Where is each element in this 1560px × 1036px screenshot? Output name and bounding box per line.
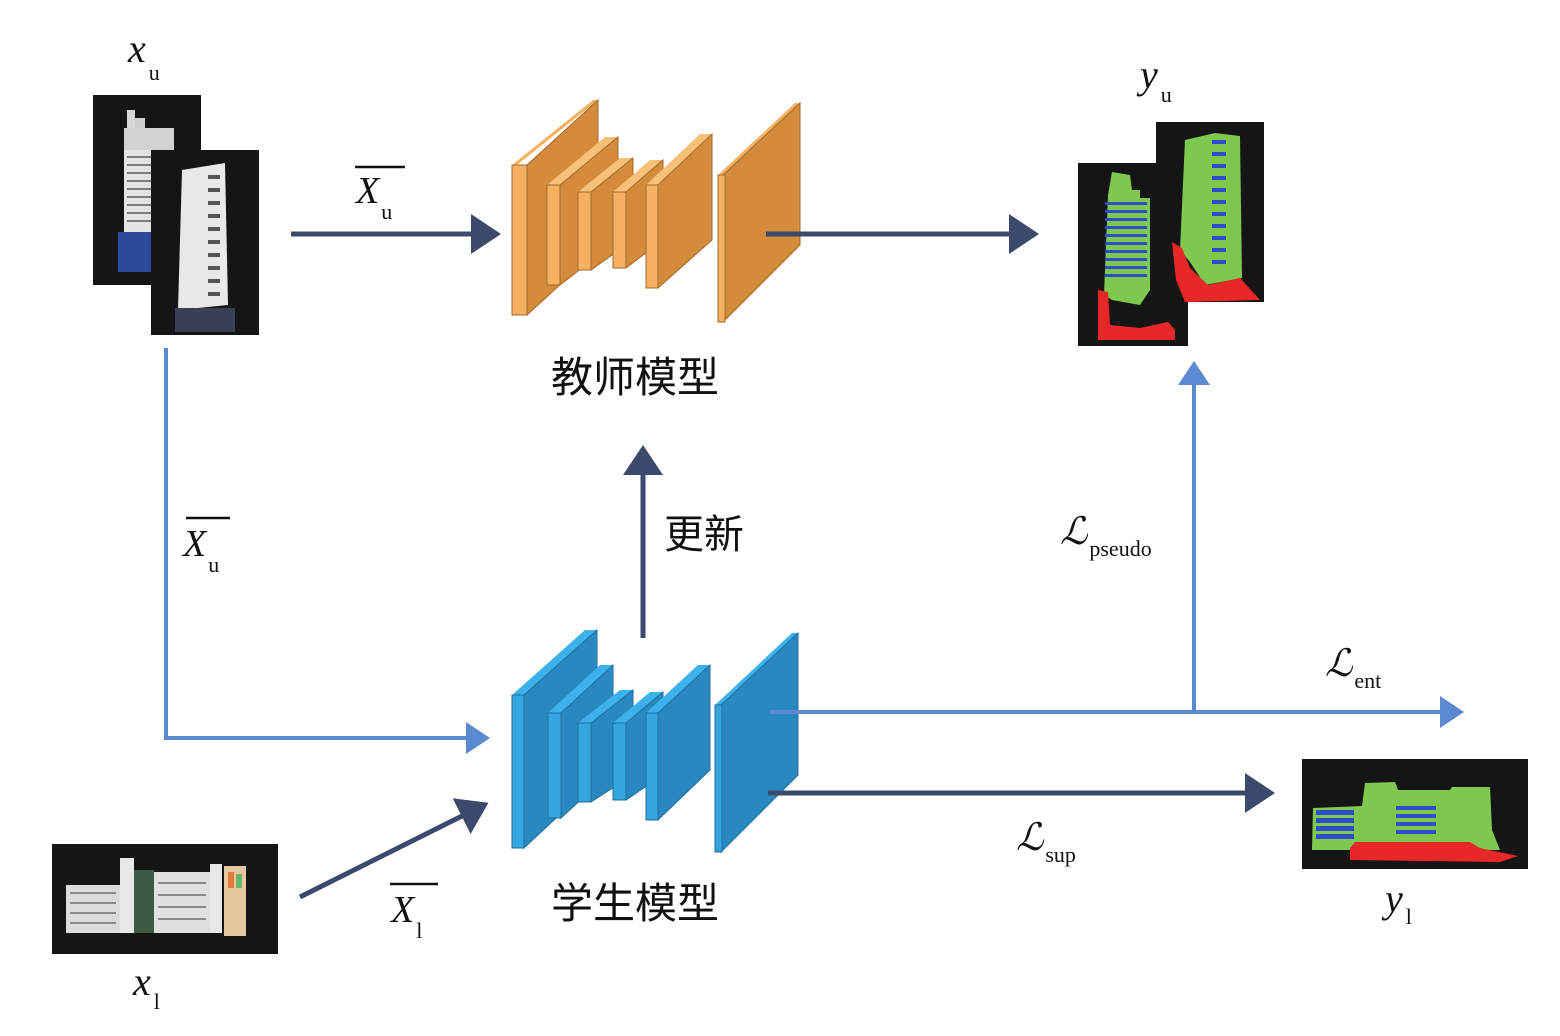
student-model[interactable]: 学生模型 [511, 628, 799, 928]
teacher-output-layer [717, 101, 801, 324]
xl-student-edge-label: Xl [389, 889, 422, 943]
teacher-model-label: 教师模型 [551, 353, 719, 402]
unlabeled-input-label: xu [127, 26, 160, 85]
arrow-xu-to-student: Xu [164, 348, 490, 754]
arrow-student-to-ent: ℒent [770, 643, 1464, 728]
pseudo-loss-label: ℒpseudo [1060, 511, 1152, 561]
arrow-xl-to-student: Xl [298, 798, 489, 943]
student-model-label: 学生模型 [551, 879, 719, 928]
pseudo-label-map-front [1156, 122, 1264, 302]
unlabeled-image-front [151, 150, 259, 335]
ent-loss-label: ℒent [1325, 643, 1381, 693]
teacher-model[interactable]: 教师模型 [511, 98, 801, 402]
student-output-layer [714, 631, 799, 854]
xu-teacher-edge-label: Xu [354, 170, 392, 224]
student-layer [645, 663, 711, 822]
update-label: 更新 [664, 512, 744, 558]
arrow-pseudo-loss: ℒpseudo [1060, 361, 1210, 712]
xu-student-edge-label: Xu [181, 523, 219, 577]
sup-loss-label: ℒsup [1016, 817, 1076, 867]
arrow-student-to-ground-truth: ℒsup [768, 773, 1275, 867]
unlabeled-input-images: xu [93, 26, 259, 335]
arrow-update: 更新 [623, 445, 744, 638]
teacher-layer [645, 132, 713, 290]
arrow-xu-to-teacher: Xu [291, 165, 501, 254]
